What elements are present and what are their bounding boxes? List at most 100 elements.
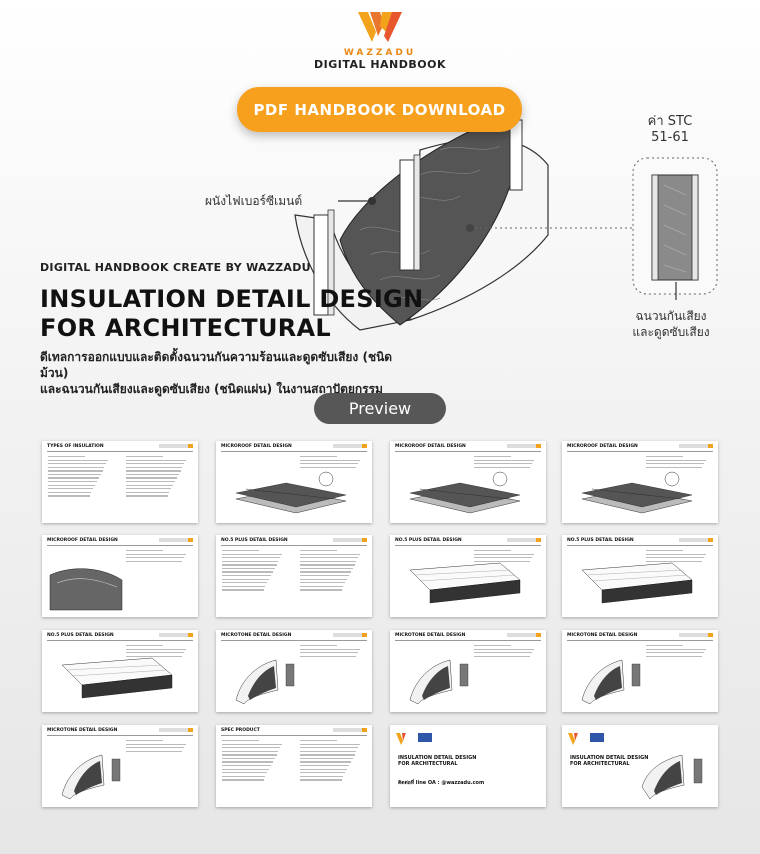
preview-thumbnail[interactable]: MICROTONE DETAIL DESIGN xyxy=(562,630,718,712)
thumbnail-rule xyxy=(567,545,713,546)
thumbnail-title: NO.5 PLUS DETAIL DESIGN xyxy=(395,538,462,543)
hero-title-line2: FOR ARCHITECTURAL xyxy=(40,314,332,342)
wazzadu-logo: WAZZADU DIGITAL HANDBOOK xyxy=(0,12,760,71)
thumbnail-text-lines xyxy=(646,456,708,470)
thumbnail-drawing xyxy=(409,659,469,705)
thumbnail-text-lines xyxy=(474,456,536,470)
thumbnail-text-lines xyxy=(300,550,362,593)
preview-thumbnail[interactable]: MICROTONE DETAIL DESIGN xyxy=(216,630,372,712)
thumbnail-drawing xyxy=(568,733,703,800)
thumbnail-brand-mark xyxy=(679,444,713,448)
thumbnail-rule xyxy=(47,451,193,452)
logo-wordmark: WAZZADU xyxy=(343,48,417,58)
thumbnail-brand-mark xyxy=(333,633,367,637)
thumbnail-text-lines xyxy=(300,456,362,470)
stc-label-line: ค่า STC xyxy=(647,114,693,129)
thumbnail-brand-mark xyxy=(333,444,367,448)
thumbnail-text-lines xyxy=(646,645,708,659)
thumbnail-title: MICROROOF DETAIL DESIGN xyxy=(567,444,638,449)
thumbnail-drawing xyxy=(61,657,173,699)
preview-thumbnail[interactable]: MICROTONE DETAIL DESIGN xyxy=(42,725,198,807)
thumbnail-title: NO.5 PLUS DETAIL DESIGN xyxy=(221,538,288,543)
thumbnail-text-lines xyxy=(48,456,110,499)
thumbnail-rule xyxy=(221,451,367,452)
thumbnail-title: TYPES OF INSULATION xyxy=(47,444,104,449)
preview-thumbnail[interactable]: MICROTONE DETAIL DESIGN xyxy=(390,630,546,712)
thumbnail-drawing xyxy=(581,562,693,604)
thumbnail-title: MICROROOF DETAIL DESIGN xyxy=(395,444,466,449)
hero-title: INSULATION DETAIL DESIGN FOR ARCHITECTUR… xyxy=(40,285,423,343)
thumbnail-brand-mark xyxy=(507,444,541,448)
thumbnail-brand-mark xyxy=(159,444,193,448)
thumbnail-rule xyxy=(221,735,367,736)
thumbnail-text-lines xyxy=(474,550,536,564)
preview-thumbnail[interactable]: NO.5 PLUS DETAIL DESIGN xyxy=(42,630,198,712)
stc-label: ค่า STC 51-61 xyxy=(640,114,700,146)
thumbnail-text-lines xyxy=(300,740,362,783)
hero-kicker: DIGITAL HANDBOOK CREATE BY WAZZADU xyxy=(40,261,311,274)
thumbnail-text-lines xyxy=(646,550,708,564)
thumbnail-drawing xyxy=(581,471,693,514)
preview-thumbnail[interactable]: NO.5 PLUS DETAIL DESIGN xyxy=(390,535,546,617)
thumbnail-rule xyxy=(395,451,541,452)
thumbnail-text-lines xyxy=(126,456,188,499)
thumbnail-title: MICROTONE DETAIL DESIGN xyxy=(221,633,292,638)
thumbnail-title: MICROTONE DETAIL DESIGN xyxy=(395,633,466,638)
thumbnail-rule xyxy=(221,640,367,641)
thumbnail-rule xyxy=(567,640,713,641)
thumbnail-text-lines xyxy=(474,645,536,659)
thumbnail-rule xyxy=(395,545,541,546)
insulation-label-line2: และดูดซับเสียง xyxy=(632,325,710,339)
insulation-callout-label: ฉนวนกันเสียง และดูดซับเสียง xyxy=(631,308,711,340)
logo-subtitle: DIGITAL HANDBOOK xyxy=(313,58,446,71)
thumbnail-text-lines xyxy=(222,740,284,783)
thumbnail-text-lines xyxy=(300,645,362,659)
thumbnail-title: MICROROOF DETAIL DESIGN xyxy=(47,538,118,543)
hero-subtitle-line2: และฉนวนกันเสียงและดูดซับเสียง (ชนิดแผ่น)… xyxy=(40,382,383,396)
pdf-download-button[interactable]: PDF HANDBOOK DOWNLOAD xyxy=(237,87,522,132)
thumbnail-title: MICROTONE DETAIL DESIGN xyxy=(47,728,118,733)
thumbnail-text-lines xyxy=(126,550,188,564)
wall-section-illustration xyxy=(294,117,718,331)
thumbnail-drawing xyxy=(61,754,121,800)
thumbnail-rule xyxy=(395,640,541,641)
thumbnail-brand-mark xyxy=(159,728,193,732)
thumbnail-rule xyxy=(221,545,367,546)
thumbnail-drawing xyxy=(49,568,123,611)
thumbnail-brand-mark xyxy=(333,728,367,732)
preview-thumbnail[interactable]: NO.5 PLUS DETAIL DESIGN xyxy=(562,535,718,617)
preview-thumbnail[interactable]: NO.5 PLUS DETAIL DESIGN xyxy=(216,535,372,617)
thumbnail-brand-mark xyxy=(679,538,713,542)
hero-subtitle: ดีเทลการออกแบบและติดตั้งฉนวนกันความร้อนแ… xyxy=(40,349,420,397)
thumbnail-drawing xyxy=(409,562,521,604)
thumbnail-title: MICROROOF DETAIL DESIGN xyxy=(221,444,292,449)
thumbnail-brand-mark xyxy=(507,538,541,542)
thumbnail-drawing xyxy=(581,659,641,705)
preview-button[interactable]: Preview xyxy=(314,393,446,424)
thumbnail-text-lines xyxy=(126,645,188,659)
thumbnail-brand-mark xyxy=(333,538,367,542)
wazzadu-logo-icon xyxy=(358,12,402,42)
insulation-label-line1: ฉนวนกันเสียง xyxy=(635,309,707,323)
preview-thumbnail[interactable]: MICROROOF DETAIL DESIGN xyxy=(216,441,372,523)
preview-thumbnail[interactable]: MICROROOF DETAIL DESIGN xyxy=(42,535,198,617)
wall-callout-label: ผนังไฟเบอร์ซีเมนต์ xyxy=(205,194,303,208)
preview-thumbnail[interactable]: MICROROOF DETAIL DESIGN xyxy=(562,441,718,523)
stc-value: 51-61 xyxy=(651,130,689,145)
thumbnail-drawing xyxy=(235,659,295,705)
preview-thumbnail[interactable]: SPEC PRODUCT xyxy=(216,725,372,807)
thumbnail-brand-mark xyxy=(159,633,193,637)
thumbnail-rule xyxy=(567,451,713,452)
preview-thumbnail[interactable]: TYPES OF INSULATION xyxy=(42,441,198,523)
thumbnail-rule xyxy=(47,545,193,546)
preview-thumbnail[interactable]: MICROROOF DETAIL DESIGN xyxy=(390,441,546,523)
hero-subtitle-line1: ดีเทลการออกแบบและติดตั้งฉนวนกันความร้อนแ… xyxy=(40,350,393,380)
thumbnail-title: NO.5 PLUS DETAIL DESIGN xyxy=(47,633,114,638)
thumbnail-drawing xyxy=(409,471,521,514)
thumbnail-text-lines xyxy=(222,550,284,593)
thumbnail-brand-mark xyxy=(159,538,193,542)
